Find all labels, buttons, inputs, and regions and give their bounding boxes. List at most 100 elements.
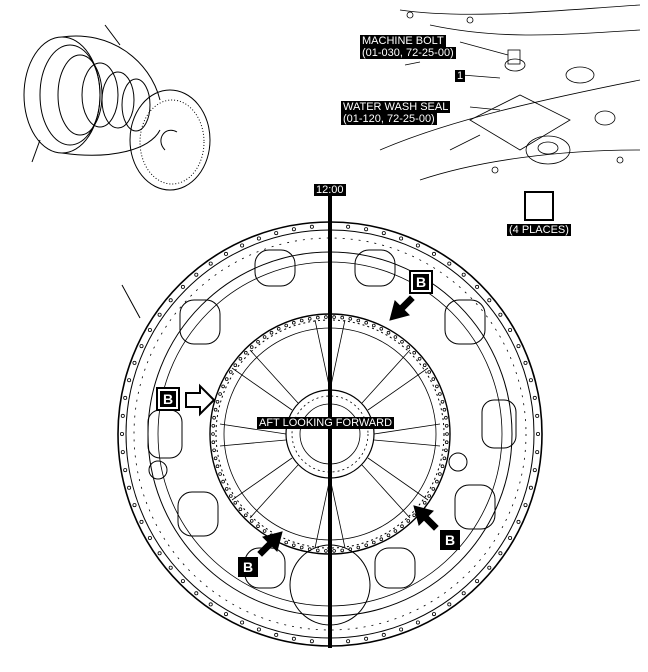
- inner-bolt-hole: [244, 513, 248, 518]
- inner-bolt-hole: [393, 335, 398, 339]
- bolt-hole: [139, 344, 144, 349]
- bolt-hole: [240, 243, 245, 248]
- inner-bolt-hole: [224, 487, 229, 491]
- bolt-hole: [523, 360, 528, 365]
- bolt-hole: [461, 272, 466, 277]
- bolt-hole: [415, 243, 420, 248]
- bolt-hole: [157, 312, 162, 317]
- inner-bolt-hole: [215, 399, 220, 404]
- inner-bolt-hole: [427, 494, 432, 498]
- bolt-hole: [208, 602, 213, 607]
- bolt-hole: [516, 519, 521, 524]
- bolt-hole: [180, 284, 185, 289]
- inner-bolt-hole: [440, 399, 445, 404]
- inner-bolt-hole: [435, 479, 439, 484]
- bolt-hole: [132, 503, 137, 508]
- inner-bolt-hole: [412, 513, 417, 518]
- bolt-hole: [508, 536, 513, 541]
- bolt-hole: [132, 360, 137, 365]
- inner-bolt-hole: [233, 500, 238, 505]
- inner-bolt-hole: [307, 316, 312, 321]
- callout-b-top-right: B: [409, 270, 433, 294]
- bolt-hole: [532, 395, 537, 400]
- bolt-hole: [127, 485, 132, 490]
- inner-bolt-hole: [212, 415, 216, 420]
- machine-bolt-reference: (01-030, 72-25-00): [360, 47, 456, 59]
- water-wash-seal-title: WATER WASH SEAL: [341, 101, 451, 113]
- inner-bolt-hole: [291, 543, 296, 548]
- inner-bolt-hole: [364, 543, 369, 548]
- places-label: (4 PLACES): [507, 224, 571, 236]
- inner-bolt-hole: [356, 318, 361, 323]
- callout-b-letter: B: [160, 391, 176, 407]
- inner-bolt-hole: [211, 440, 216, 445]
- bolt-hole: [147, 536, 152, 541]
- bolt-hole: [147, 327, 152, 332]
- bolt-hole: [528, 378, 533, 383]
- detail-view-illustration: [379, 4, 641, 181]
- inner-bolt-hole: [417, 356, 422, 361]
- callout-b-left: B: [156, 387, 180, 411]
- bolt-hole: [274, 231, 279, 236]
- inner-bolt-hole: [249, 519, 254, 523]
- inner-bolt-hole: [229, 370, 233, 374]
- inner-bolt-hole: [276, 326, 281, 331]
- inner-bolt-hole: [400, 339, 404, 344]
- bolt-hole: [223, 612, 228, 617]
- inner-bolt-hole: [356, 545, 361, 550]
- inner-bolt-hole: [393, 529, 398, 533]
- bolt-hole: [447, 602, 452, 607]
- bolt-hole: [364, 636, 369, 641]
- bolt-hole: [535, 450, 540, 455]
- bolt-hole: [528, 485, 533, 490]
- detail-reference-box: [524, 191, 554, 221]
- bolt-hole: [381, 231, 386, 236]
- inner-bolt-hole: [256, 339, 260, 344]
- inner-bolt-hole: [440, 464, 445, 469]
- callout-b-lower-left: B: [238, 557, 258, 577]
- bolt-hole: [508, 327, 513, 332]
- inner-bolt-hole: [444, 448, 448, 453]
- bolt-hole: [139, 519, 144, 524]
- machine-bolt-title: MACHINE BOLT: [360, 35, 446, 47]
- bolt-hole: [487, 298, 492, 303]
- inner-bolt-hole: [324, 549, 328, 553]
- inner-bolt-hole: [307, 547, 312, 551]
- inner-bolt-hole: [364, 320, 369, 325]
- bolt-hole: [309, 224, 314, 229]
- inner-bolt-hole: [315, 315, 320, 320]
- inner-bolt-hole: [379, 537, 384, 541]
- inner-bolt-hole: [438, 392, 442, 396]
- bolt-hole: [498, 551, 503, 556]
- bolt-hole: [291, 636, 296, 641]
- inner-bolt-hole: [221, 479, 225, 484]
- bolt-hole: [431, 251, 436, 256]
- bolt-hole: [194, 591, 199, 596]
- inner-bolt-hole: [340, 548, 345, 553]
- inner-bolt-hole: [284, 540, 289, 545]
- inner-bolt-hole: [238, 507, 243, 512]
- bolt-hole: [168, 298, 173, 303]
- inner-bolt-hole: [249, 345, 254, 349]
- bolt-hole: [157, 551, 162, 556]
- inner-bolt-hole: [238, 356, 243, 361]
- bolt-hole: [240, 620, 245, 625]
- bolt-hole: [123, 395, 128, 400]
- inner-bolt-hole: [315, 548, 320, 553]
- inner-bolt-hole: [348, 316, 353, 321]
- inner-bolt-hole: [215, 464, 220, 469]
- inner-bolt-hole: [431, 487, 436, 491]
- inner-bolt-hole: [412, 350, 417, 355]
- inner-bolt-hole: [218, 392, 222, 396]
- bolt-hole: [346, 639, 351, 644]
- bolt-hole: [180, 579, 185, 584]
- inner-bolt-hole: [262, 529, 267, 533]
- inner-bolt-hole: [406, 519, 411, 523]
- bolt-hole: [523, 503, 528, 508]
- inner-bolt-hole: [299, 318, 304, 323]
- inner-bolt-hole: [400, 524, 404, 528]
- inner-bolt-hole: [269, 330, 274, 335]
- inner-bolt-hole: [386, 533, 391, 538]
- inner-bolt-hole: [406, 345, 411, 349]
- inner-bolt-hole: [348, 547, 353, 551]
